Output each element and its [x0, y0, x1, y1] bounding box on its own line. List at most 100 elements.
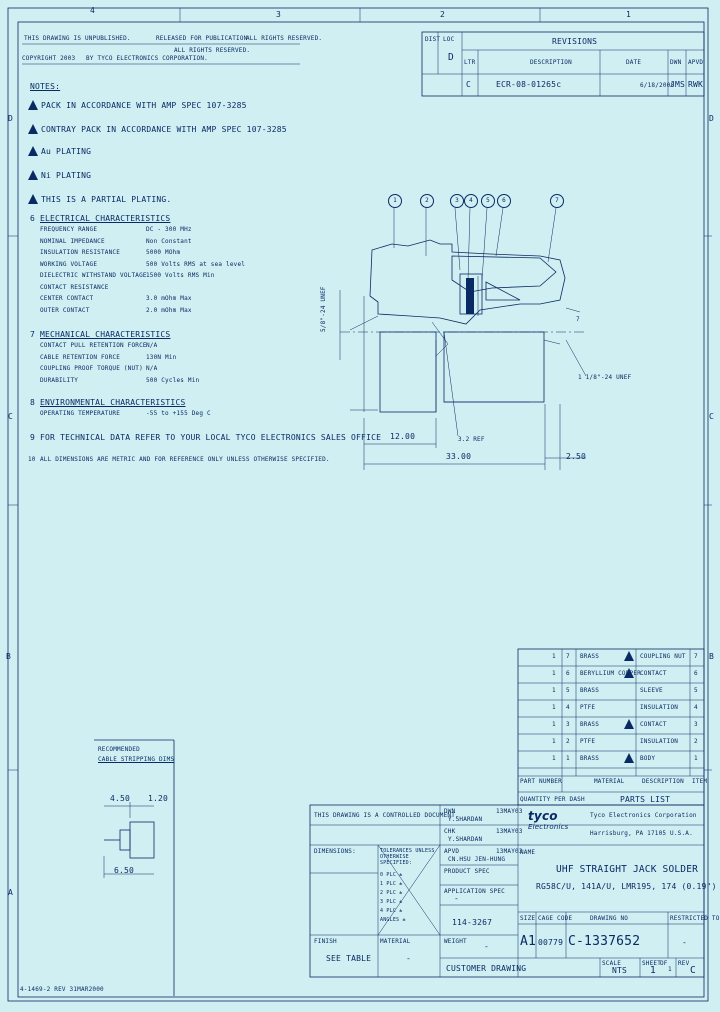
- rev-hdr-dwn: DWN: [670, 59, 682, 66]
- apvd-name: CN.HSU JEN-HUNG: [448, 856, 506, 863]
- item-balloon: 7: [550, 194, 564, 208]
- spec-label: FREQUENCY RANGE: [40, 226, 98, 233]
- parts-hdr-desc: DESCRIPTION: [642, 778, 684, 785]
- spec-value: 130N Min: [146, 353, 177, 361]
- dim-33: 33.00: [446, 452, 472, 461]
- spec-number: 114-3267: [452, 918, 493, 927]
- delta-icon: [624, 651, 634, 661]
- connector-section-view: [339, 207, 587, 470]
- note-7-num: 7: [30, 330, 36, 339]
- cable-strip-diagram: [94, 739, 175, 996]
- tolerance-row: 0 PLC ±: [380, 872, 403, 878]
- weight-value: -: [484, 942, 490, 951]
- thread-callout: 1 1/8"-24 UNEF: [578, 374, 632, 381]
- zone-4: 4: [90, 6, 96, 15]
- spec-value: 500 Cycles Min: [146, 376, 200, 384]
- spec-label: CONTACT PULL RETENTION FORCE: [40, 342, 147, 349]
- spec-value: 3.0 mOhm Max: [146, 295, 192, 302]
- rev-loc-value: D: [448, 52, 454, 63]
- zone-a-left: A: [8, 888, 14, 897]
- zone-b-right: B: [709, 652, 715, 661]
- copyright-release: RELEASED FOR PUBLICATION: [156, 35, 248, 42]
- copyright-rights2: ALL RIGHTS RESERVED.: [174, 47, 251, 54]
- app-spec-label: APPLICATION SPEC: [444, 888, 505, 895]
- copyright-year: COPYRIGHT 2003: [22, 55, 76, 62]
- sheets-value: 1: [668, 966, 672, 973]
- logo-electronics: Electronics: [528, 823, 569, 831]
- note-item: PACK IN ACCORDANCE WITH AMP SPEC 107-328…: [28, 100, 247, 110]
- parts-qty: 1: [552, 670, 556, 677]
- spec-value: -55 to +155 Deg C: [146, 410, 211, 417]
- dim-12: 12.00: [390, 432, 416, 441]
- spec-label: DIELECTRIC WITHSTAND VOLTAGE: [40, 272, 147, 279]
- note-8-num: 8: [30, 398, 36, 407]
- pin-callout: 7: [576, 316, 580, 323]
- restricted-label: RESTRICTED TO: [670, 915, 720, 922]
- spec-label: NOMINAL IMPEDANCE: [40, 237, 105, 245]
- parts-qty: 1: [552, 755, 556, 762]
- company-city: Harrisburg, PA 17105 U.S.A.: [590, 830, 693, 837]
- parts-list-title: PARTS LIST: [620, 795, 671, 804]
- note-6-title: ELECTRICAL CHARACTERISTICS: [40, 214, 171, 223]
- tolerance-row: ANGLES ±: [380, 917, 406, 923]
- spec-value: 500 Volts RMS at sea level: [146, 260, 246, 268]
- spec-label: WORKING VOLTAGE: [40, 260, 98, 268]
- rev-hdr-apvd: APVD: [688, 59, 704, 66]
- parts-qty: 1: [552, 653, 556, 660]
- chk-name: Y.SHARDAN: [448, 836, 483, 843]
- size-label: SIZE: [520, 915, 536, 922]
- drawing-title-2: RG58C/U, 141A/U, LMR195, 174 (0.19"): [536, 882, 717, 891]
- spec-value: 5000 MOhm: [146, 249, 181, 256]
- parts-finish: 2: [694, 738, 698, 745]
- qty-per-dash: QUANTITY PER DASH: [520, 796, 585, 803]
- spec-label: CABLE RETENTION FORCE: [40, 353, 121, 361]
- delta-icon: [624, 753, 634, 763]
- parts-item-no: 6: [566, 670, 570, 677]
- item-balloon: 2: [420, 194, 434, 208]
- zone-3: 3: [276, 10, 282, 19]
- delta-icon: [28, 146, 38, 156]
- notes-title: NOTES:: [30, 82, 61, 91]
- tolerance-row: 1 PLC ±: [380, 881, 403, 887]
- parts-finish: 6: [694, 670, 698, 677]
- dwn-label: DWN: [444, 808, 456, 815]
- cage-label: CAGE CODE: [538, 915, 573, 922]
- dwn-date: 13MAY03: [496, 808, 523, 815]
- parts-description: CONTACT: [640, 670, 667, 677]
- parts-qty: 1: [552, 704, 556, 711]
- spec-label: DURABILITY: [40, 376, 79, 384]
- outer-border: [7, 7, 709, 1002]
- parts-qty: 1: [552, 738, 556, 745]
- rev-loc-label: LOC: [443, 36, 455, 43]
- parts-material: BRASS: [580, 721, 600, 728]
- parts-hdr-part: PART NUMBER: [520, 778, 562, 785]
- copyright-rights: ALL RIGHTS RESERVED.: [246, 35, 323, 42]
- rev-hdr-desc: DESCRIPTION: [530, 59, 572, 66]
- tolerance-row: 4 PLC ±: [380, 908, 403, 914]
- center-dia-callout: 3.2 REF: [458, 436, 485, 443]
- spec-label: CONTACT RESISTANCE: [40, 283, 109, 291]
- rev-row-date: 6/18/2008: [640, 82, 675, 89]
- spec-value: DC - 300 MHz: [146, 226, 192, 233]
- zone-c-left: C: [8, 412, 14, 421]
- copyright-line1: THIS DRAWING IS UNPUBLISHED.: [24, 35, 131, 42]
- item-balloon: 5: [481, 194, 495, 208]
- size-value: A1: [520, 934, 537, 949]
- note-9-num: 9: [30, 433, 36, 442]
- customer-drawing: CUSTOMER DRAWING: [446, 964, 527, 973]
- spec-value: Non Constant: [146, 237, 192, 245]
- note-item: CONTRAY PACK IN ACCORDANCE WITH AMP SPEC…: [28, 124, 287, 134]
- parts-finish: 1: [694, 755, 698, 762]
- drawing-number: C-1337652: [568, 934, 641, 949]
- delta-icon: [624, 719, 634, 729]
- revisions-title: REVISIONS: [552, 37, 598, 46]
- finish-label: FINISH: [314, 938, 337, 945]
- parts-description: INSULATION: [640, 738, 679, 745]
- parts-hdr-item: ITEM: [692, 778, 708, 785]
- title-block-grid: [309, 804, 705, 978]
- rev-dist-label: DIST: [425, 36, 441, 43]
- parts-material: BRASS: [580, 653, 600, 660]
- scale-value: NTS: [612, 966, 628, 975]
- rev-row-desc: ECR-08-01265c: [496, 80, 562, 89]
- delta-icon: [28, 100, 38, 110]
